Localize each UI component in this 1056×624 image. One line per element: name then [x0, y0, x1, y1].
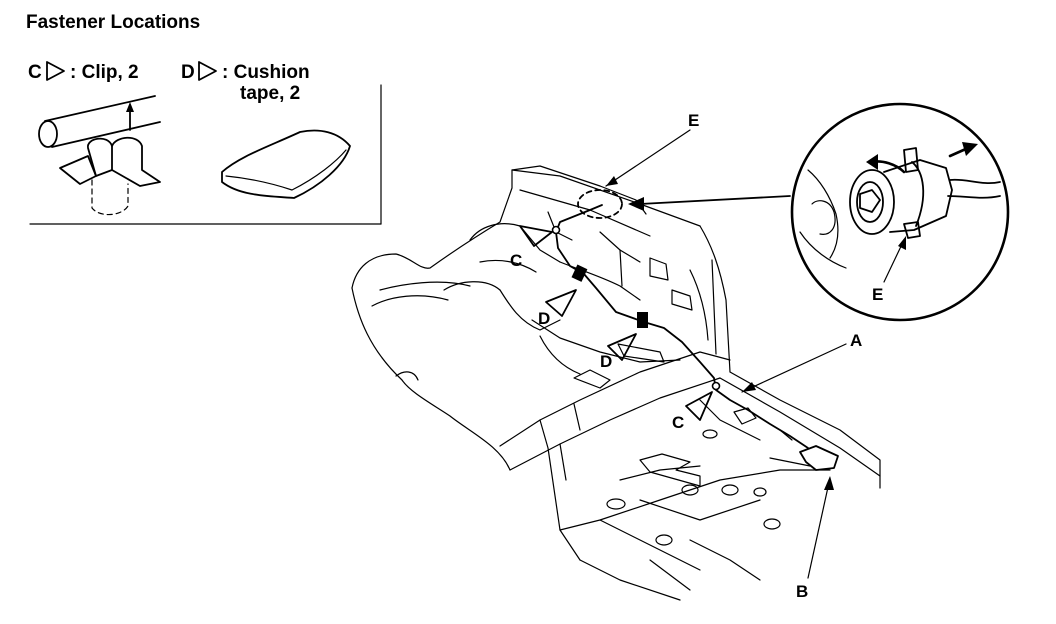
tape-lower-triangle-icon	[607, 333, 637, 361]
tape-upper-triangle-icon	[545, 289, 577, 317]
legend-clip-text: : Clip, 2	[70, 62, 139, 83]
clip-illustration-icon	[38, 95, 161, 216]
clip-lower-triangle-icon	[685, 391, 713, 421]
legend-tape-text-line2: tape, 2	[240, 83, 300, 104]
clip-upper-marker	[551, 225, 561, 235]
tape-upper-marker	[571, 264, 588, 282]
detail-view	[790, 102, 1010, 322]
legend-tape-text-line1: : Cushion	[222, 62, 310, 83]
wiring-harness	[551, 204, 839, 471]
clip-upper-triangle-icon	[519, 225, 553, 247]
callout-b: B	[796, 582, 808, 601]
legend-clip-letter: C	[28, 62, 42, 83]
page-title: Fastener Locations	[26, 12, 200, 33]
detail-arrow-line	[639, 195, 791, 205]
leader-e-top	[605, 129, 691, 187]
leader-a	[741, 343, 847, 393]
tape-lower-marker	[637, 312, 648, 328]
callout-c-lower: C	[672, 413, 684, 432]
callout-c-upper: C	[510, 251, 522, 270]
leader-e-detail-arrow-icon	[898, 236, 906, 250]
leader-e-top-arrow-icon	[606, 176, 618, 186]
leader-a-arrow-icon	[742, 382, 756, 392]
leader-b	[807, 477, 831, 579]
callout-d-upper: D	[538, 309, 550, 328]
leader-b-arrow-icon	[824, 476, 834, 490]
grommet-location-marker	[577, 189, 623, 219]
callout-d-lower: D	[600, 352, 612, 371]
clip-lower-marker	[711, 381, 721, 391]
detail-arrow-icon	[628, 197, 644, 211]
tape-triangle-icon	[198, 61, 217, 81]
legend-tape-letter: D	[181, 62, 195, 83]
callout-e-detail: E	[872, 285, 883, 304]
connector-b	[799, 445, 839, 471]
vehicle-body-floor	[351, 165, 881, 601]
cushion-tape-illustration-icon	[221, 129, 351, 199]
clip-triangle-icon	[46, 61, 65, 81]
callout-e-top: E	[688, 111, 699, 130]
callout-a: A	[850, 331, 862, 350]
